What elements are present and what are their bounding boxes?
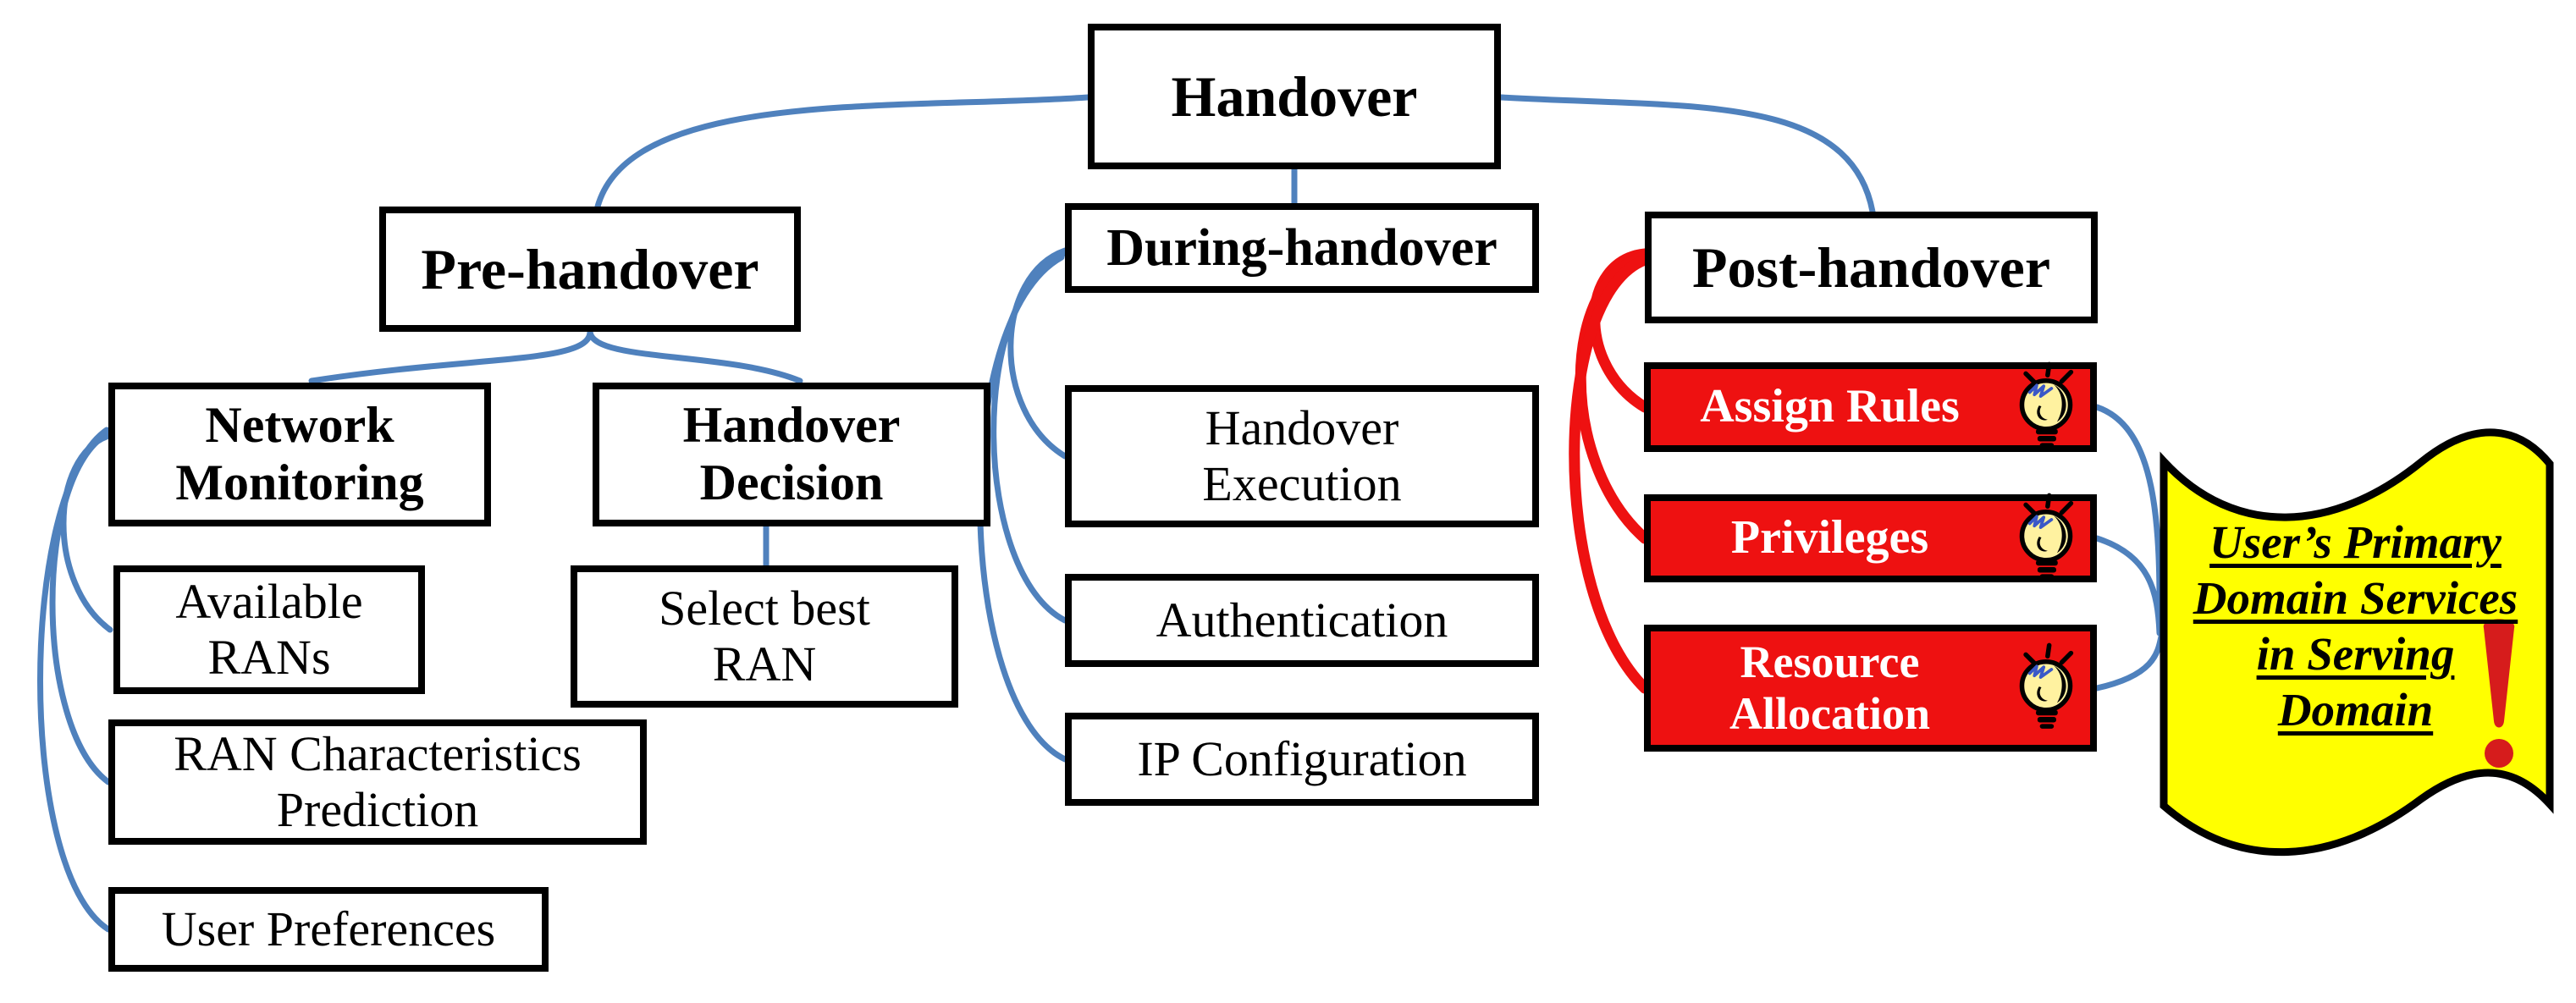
node-resource-allocation: Resource Allocation — [1644, 625, 2097, 752]
connector-pre-to-handover-decision — [587, 328, 803, 384]
connector-during-to-handover-execution — [1007, 247, 1068, 460]
node-label: User Preferences — [161, 901, 496, 957]
connector-during-to-authentication — [990, 251, 1068, 624]
node-label: Privileges — [1730, 511, 1929, 565]
node-label: Select best — [659, 581, 870, 637]
callout-line: User’s Primary — [2209, 516, 2502, 568]
node-label: Post-handover — [1691, 234, 2051, 300]
node-label: Assign Rules — [1700, 380, 1960, 433]
node-label: Network — [205, 397, 394, 454]
node-handover-decision: Handover Decision — [593, 383, 990, 526]
node-label: Allocation — [1729, 688, 1930, 739]
node-label: IP Configuration — [1137, 731, 1467, 787]
node-handover-execution: Handover Execution — [1065, 385, 1539, 527]
node-privileges: Privileges — [1644, 494, 2097, 582]
connector-resource-allocation-to-callout — [2093, 633, 2165, 692]
lightbulb-icon — [2007, 642, 2085, 735]
node-available-rans: Available RANs — [113, 565, 425, 694]
node-handover: Handover — [1088, 24, 1501, 169]
connector-nm-to-user-preferences — [37, 427, 112, 933]
connector-handover-to-post — [1498, 94, 1876, 215]
node-label: Execution — [1202, 456, 1402, 511]
node-pre-handover: Pre-handover — [379, 207, 801, 332]
node-label: RAN — [712, 637, 817, 692]
node-ip-configuration: IP Configuration — [1065, 713, 1539, 806]
node-label: Monitoring — [175, 455, 424, 510]
node-label: Decision — [699, 455, 884, 510]
connector-privileges-to-callout — [2093, 535, 2163, 637]
connector-nm-to-ran-characteristics — [49, 430, 112, 785]
node-label: RAN Characteristics — [174, 726, 582, 782]
node-label: Prediction — [276, 782, 479, 837]
node-label: Pre-handover — [421, 236, 759, 301]
node-label: RANs — [207, 630, 331, 685]
node-label: Resource — [1740, 636, 1920, 687]
node-select-best-ran: Select best RAN — [571, 565, 958, 708]
connector-pre-to-network-monitoring — [308, 328, 593, 384]
connector-handover-to-pre — [594, 94, 1091, 210]
callout-line: Domain Services — [2193, 572, 2518, 624]
node-during-handover: During-handover — [1065, 203, 1539, 293]
connector-post-to-resource-allocation — [1569, 254, 1651, 694]
node-ran-characteristics-prediction: RAN Characteristics Prediction — [108, 719, 647, 845]
node-label: Handover — [682, 397, 901, 454]
node-label: Handover — [1171, 63, 1418, 129]
callout-flag-text: User’s Primary Domain Services in Servin… — [2171, 515, 2540, 738]
node-label: Handover — [1205, 400, 1399, 456]
node-post-handover: Post-handover — [1645, 212, 2098, 323]
node-label: Available — [175, 574, 363, 630]
node-assign-rules: Assign Rules — [1644, 362, 2097, 452]
callout-line: Domain — [2277, 684, 2434, 736]
callout-flag-shape — [2160, 428, 2554, 857]
callout-line: in Serving — [2256, 628, 2455, 680]
exclamation-icon — [2483, 619, 2515, 768]
connector-nm-to-available-rans — [60, 433, 113, 633]
connector-during-to-ip-configuration — [977, 254, 1068, 763]
node-label: Authentication — [1156, 592, 1448, 648]
node-label: During-handover — [1106, 218, 1498, 277]
node-authentication: Authentication — [1065, 574, 1539, 667]
node-network-monitoring: Network Monitoring — [108, 383, 491, 526]
node-user-preferences: User Preferences — [108, 887, 549, 972]
lightbulb-icon — [2007, 492, 2085, 585]
lightbulb-icon — [2007, 361, 2085, 454]
connector-assign-rules-to-callout — [2093, 404, 2163, 635]
